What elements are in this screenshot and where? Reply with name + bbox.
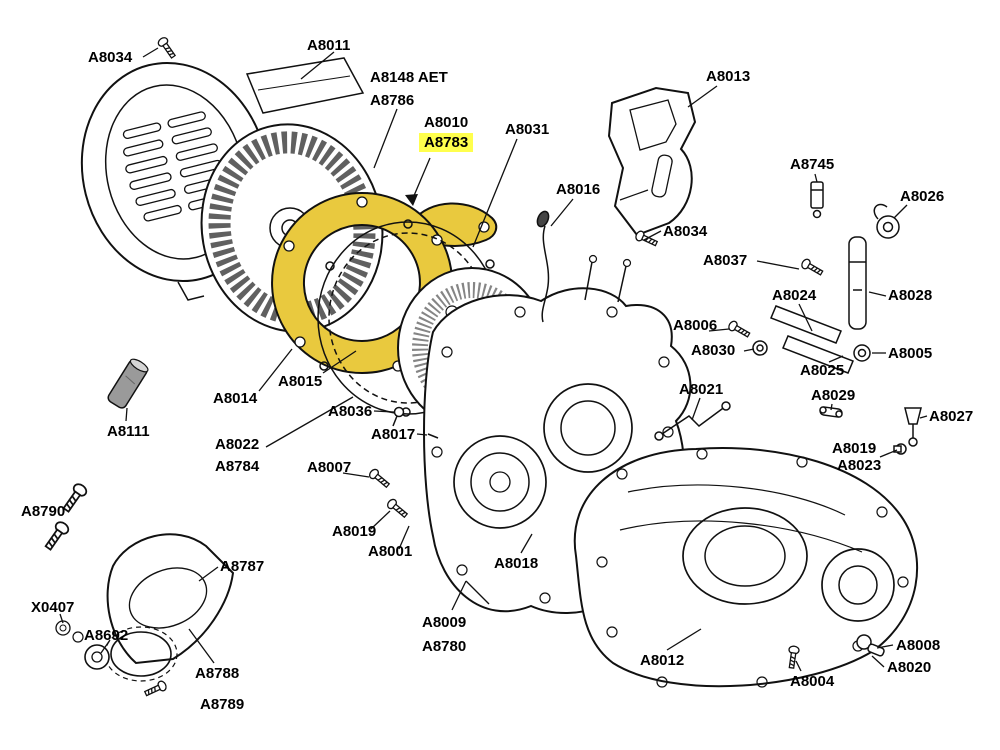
part-label-a8036[interactable]: A8036 — [328, 403, 373, 420]
part-label-a8007[interactable]: A8007 — [307, 459, 352, 476]
part-label-a8788[interactable]: A8788 — [195, 665, 240, 682]
spacer-a8111-drawing — [107, 358, 149, 409]
part-label-a8019-2[interactable]: A8019 — [332, 523, 377, 540]
part-label-a8009[interactable]: A8009 — [422, 614, 467, 631]
part-label-a8111[interactable]: A8111 — [107, 423, 150, 440]
part-label-a8010[interactable]: A8010 — [424, 114, 469, 131]
part-label-a8024[interactable]: A8024 — [772, 287, 817, 304]
part-label-a8028[interactable]: A8028 — [888, 287, 933, 304]
part-label-a8013[interactable]: A8013 — [706, 68, 751, 85]
part-label-a8019[interactable]: A8019 — [832, 440, 877, 457]
part-label-a8001[interactable]: A8001 — [368, 543, 413, 560]
part-label-a8030[interactable]: A8030 — [691, 342, 736, 359]
part-label-a8026[interactable]: A8026 — [900, 188, 945, 205]
part-label-a8006[interactable]: A8006 — [673, 317, 718, 334]
part-label-a8011[interactable]: A8011 — [307, 37, 351, 54]
part-label-a8034[interactable]: A8034 — [88, 49, 133, 66]
part-label-a8783-highlighted[interactable]: A8783 — [419, 133, 474, 152]
part-label-a8025[interactable]: A8025 — [800, 362, 845, 379]
part-label-a8020[interactable]: A8020 — [887, 659, 932, 676]
part-label-a8016[interactable]: A8016 — [556, 181, 601, 198]
shroud-drawing — [607, 86, 697, 237]
leader-lines — [59, 47, 928, 672]
part-label-a8031[interactable]: A8031 — [505, 121, 550, 138]
part-label-a8004[interactable]: A8004 — [790, 673, 835, 690]
part-label-a8790[interactable]: A8790 — [21, 503, 66, 520]
intake-drawing — [55, 533, 235, 682]
part-label-a8784[interactable]: A8784 — [215, 458, 260, 475]
part-label-a8787[interactable]: A8787 — [220, 558, 265, 575]
part-label-a8012[interactable]: A8012 — [640, 652, 685, 669]
part-label-a8037[interactable]: A8037 — [703, 252, 748, 269]
part-label-a8018[interactable]: A8018 — [494, 555, 539, 572]
part-label-a8745[interactable]: A8745 — [790, 156, 835, 173]
part-label-a8008[interactable]: A8008 — [896, 637, 941, 654]
part-label-a8021[interactable]: A8021 — [679, 381, 724, 398]
part-label-a8029[interactable]: A8029 — [811, 387, 856, 404]
part-label-a8692[interactable]: A8692 — [84, 627, 129, 644]
part-label-a8017[interactable]: A8017 — [371, 426, 416, 443]
part-label-a8034-2[interactable]: A8034 — [663, 223, 708, 240]
part-label-a8789[interactable]: A8789 — [200, 696, 245, 713]
part-label-x0407[interactable]: X0407 — [31, 599, 75, 616]
part-label-a8027[interactable]: A8027 — [929, 408, 974, 425]
small-parts-drawing — [392, 181, 922, 657]
part-label-a8780[interactable]: A8780 — [422, 638, 467, 655]
part-label-a8022[interactable]: A8022 — [215, 436, 260, 453]
part-label-a8023[interactable]: A8023 — [837, 457, 882, 474]
part-label-a8148-aet[interactable]: A8148 AET — [370, 69, 448, 86]
transmission-cover-drawing — [573, 447, 919, 688]
part-label-a8014[interactable]: A8014 — [213, 390, 258, 407]
part-label-a8786[interactable]: A8786 — [370, 92, 415, 109]
part-label-a8005[interactable]: A8005 — [888, 345, 933, 362]
part-label-a8015[interactable]: A8015 — [278, 373, 323, 390]
